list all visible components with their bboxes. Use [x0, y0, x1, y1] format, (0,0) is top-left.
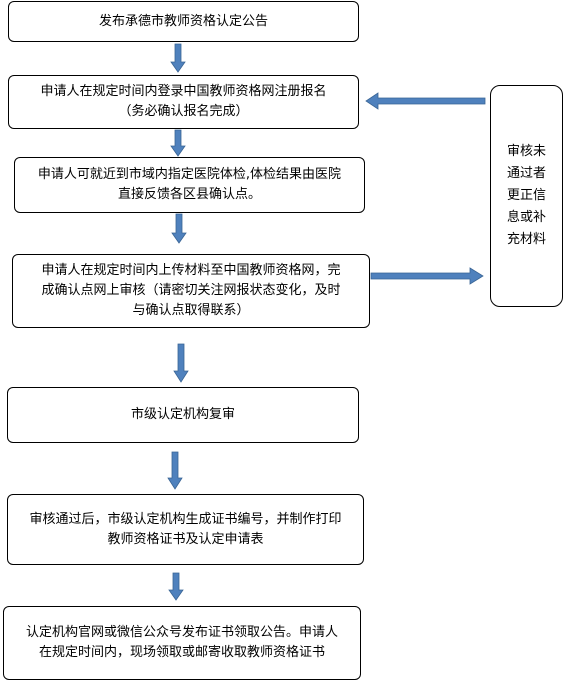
step-5-text: 市级认定机构复审 [130, 407, 235, 422]
step-2-text-line-2: （务必确认报名完成） [118, 104, 249, 119]
step-6-text-line-1: 审核通过后，市级认定机构生成证书编号，并制作打印 [29, 511, 342, 527]
arrow-down-5 [167, 451, 183, 490]
side-box-text-line-2: 通过者 [506, 166, 546, 181]
side-box-text-line-5: 充材料 [506, 232, 546, 247]
arrow-down-4 [173, 343, 189, 383]
step-4-text-line-1: 申请人在规定时间内上传材料至中国教师资格网，完 [41, 263, 341, 278]
step-2-box: 申请人在规定时间内登录中国教师资格网注册报名 （务必确认报名完成） [8, 75, 359, 129]
step-3-text-line-1: 申请人可就近到市域内指定医院体检,体检结果由医院 [37, 167, 342, 182]
step-7-text-line-1: 认定机构官网或微信公众号发布证书领取公告。申请人 [25, 625, 338, 640]
side-box-text-line-4: 息或补 [506, 210, 546, 225]
step-4-box: 申请人在规定时间内上传材料至中国教师资格网，完 成确认点网上审核（请密切关注网报… [12, 254, 370, 328]
step-7-box: 认定机构官网或微信公众号发布证书领取公告。申请人 在规定时间内，现场领取或邮寄收… [3, 606, 361, 680]
step-4-text-line-3: 与确认点取得联系） [132, 303, 250, 318]
step-7-text-line-2: 在规定时间内，现场领取或邮寄收取教师资格证书 [38, 645, 325, 660]
step-1-box: 发布承德市教师资格认定公告 [8, 1, 359, 42]
arrow-down-3 [171, 213, 187, 244]
arrow-right-to-side-box [370, 267, 484, 285]
step-6-text-line-2: 教师资格证书及认定申请表 [107, 531, 264, 547]
arrow-down-6 [168, 572, 184, 601]
step-6-box: 审核通过后，市级认定机构生成证书编号，并制作打印 教师资格证书及认定申请表 [7, 494, 364, 565]
step-2-text-line-1: 申请人在规定时间内登录中国教师资格网注册报名 [40, 84, 327, 99]
arrow-down-1 [170, 43, 186, 73]
step-5-box: 市级认定机构复审 [7, 387, 359, 443]
step-1-text: 发布承德市教师资格认定公告 [98, 13, 268, 29]
arrow-down-2 [170, 129, 186, 157]
step-3-box: 申请人可就近到市域内指定医院体检,体检结果由医院 直接反馈各区县确认点。 [14, 157, 365, 213]
step-3-text-line-2: 直接反馈各区县确认点。 [117, 187, 261, 202]
side-box-text-line-3: 更正信 [506, 188, 546, 203]
side-box-correction: 审核未 通过者 更正信 息或补 充材料 [490, 85, 563, 307]
arrow-left-to-step2 [365, 92, 486, 110]
step-4-text-line-2: 成确认点网上审核（请密切关注网报状态变化，及时 [41, 283, 341, 298]
side-box-text-line-1: 审核未 [506, 144, 546, 159]
